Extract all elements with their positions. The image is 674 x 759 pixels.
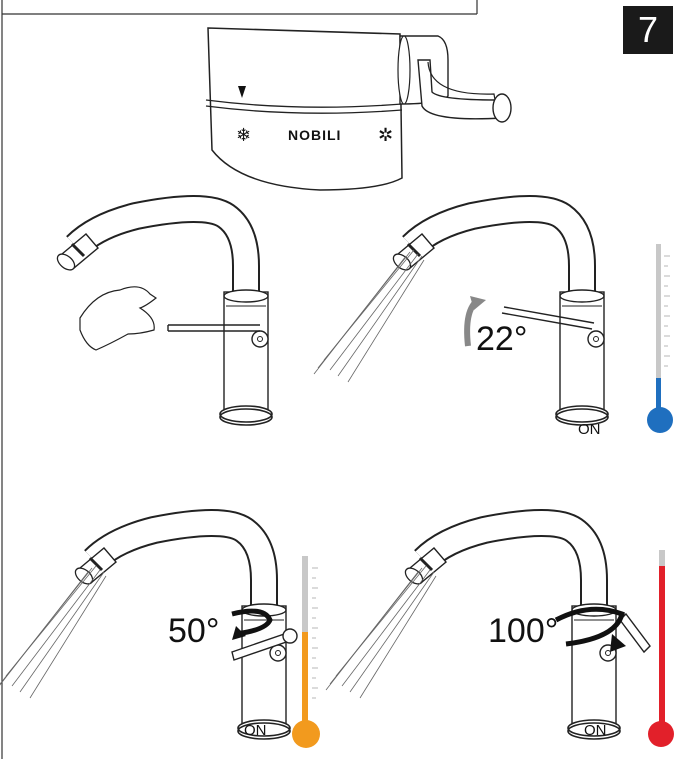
temperature-pointer-icon [238, 86, 246, 98]
faucet-panel-hot [325, 523, 674, 747]
thermometer-cold [647, 244, 673, 433]
rotation-arrow-icon [610, 634, 626, 652]
status-label-warm: ON [244, 722, 267, 739]
hand-icon [79, 286, 158, 351]
angle-label-cold: 22° [476, 320, 528, 358]
thermometer-warm [292, 556, 320, 748]
snowflake-icon: ❄ [236, 125, 251, 146]
angle-label-warm: 50° [168, 612, 220, 650]
faucet-panel-off [54, 209, 272, 425]
faucet-panel-warm [0, 523, 320, 748]
water-heater-unit: ❄ ✲ [205, 27, 512, 191]
status-label-cold: ON [578, 421, 601, 438]
sun-icon: ✲ [378, 125, 393, 146]
rotation-arrow-icon [232, 626, 246, 640]
faucet-panel-cold [313, 209, 673, 433]
step-number-badge: 7 [623, 6, 673, 54]
rotation-arrow-icon [470, 296, 486, 310]
heater-brand-label: NOBILI [288, 127, 342, 143]
status-label-hot: ON [584, 722, 607, 739]
angle-label-hot: 100° [488, 612, 559, 650]
page-frame-lines [1, 0, 478, 759]
thermometer-hot [648, 550, 674, 747]
